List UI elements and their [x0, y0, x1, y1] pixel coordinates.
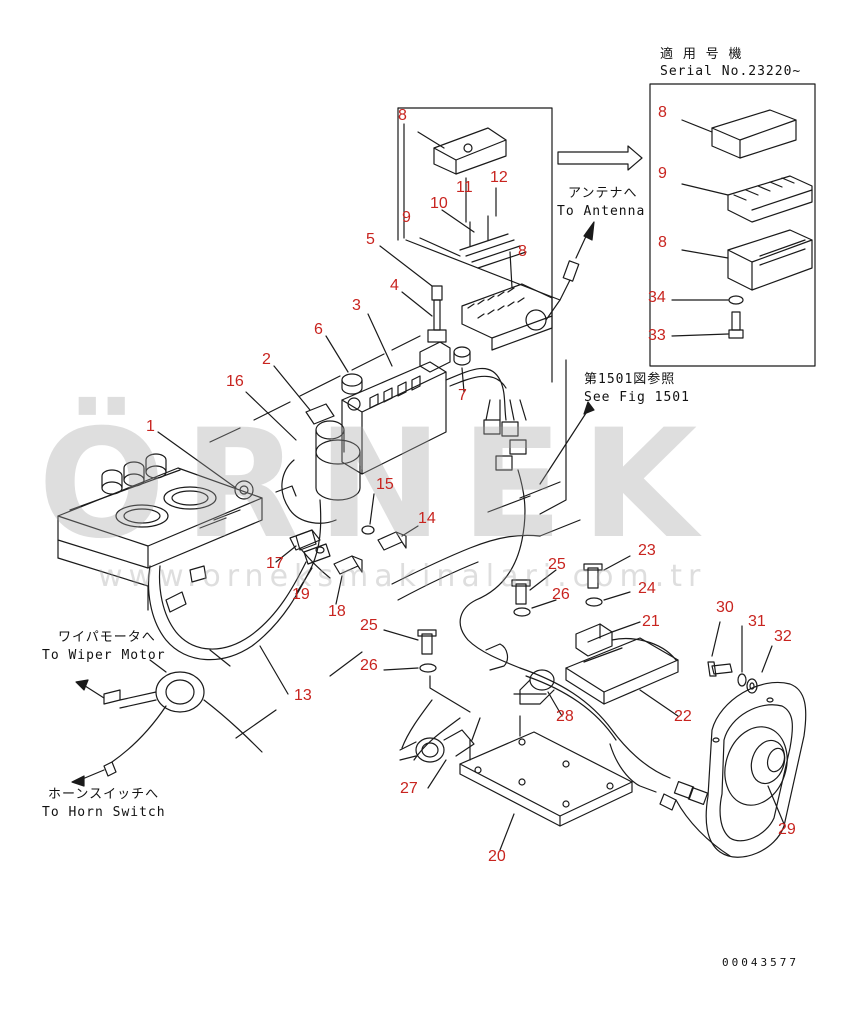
- callout-1: 1: [146, 418, 155, 435]
- callout-28: 28: [556, 708, 574, 725]
- fig-note-en: See Fig 1501: [584, 390, 690, 405]
- fig-note-jp: 第1501図参照: [584, 372, 676, 387]
- callout-3: 3: [352, 297, 361, 314]
- callout-8: 8: [398, 107, 407, 124]
- antenna-note-jp: アンテナへ: [568, 186, 638, 201]
- connector-28: [513, 669, 555, 705]
- callout-5: 5: [366, 231, 375, 248]
- inset-arrow: [557, 145, 643, 171]
- callout-13: 13: [294, 687, 312, 704]
- callout-25-lower: 25: [360, 617, 378, 634]
- callout-14: 14: [418, 510, 436, 527]
- leader-lines: [157, 123, 785, 851]
- callout-24: 24: [638, 580, 656, 597]
- serial-inset-box: [649, 83, 816, 367]
- harness-clamp: [289, 525, 407, 575]
- wiper-note-jp: ワイパモータへ: [58, 630, 156, 645]
- callout-16: 16: [226, 373, 244, 390]
- connector-27: [399, 729, 475, 763]
- main-harness: [71, 499, 331, 787]
- callout-8-inset-base: 8: [658, 234, 667, 251]
- callout-30: 30: [716, 599, 734, 616]
- callout-29: 29: [778, 821, 796, 838]
- callout-22: 22: [674, 708, 692, 725]
- callout-4: 4: [390, 277, 399, 294]
- horn-note-jp: ホーンスイッチへ: [48, 787, 160, 802]
- fasteners-speaker: [707, 661, 758, 694]
- callout-32: 32: [774, 628, 792, 645]
- callout-12: 12: [490, 169, 508, 186]
- callout-26: 26: [552, 586, 570, 603]
- callout-21: 21: [642, 613, 660, 630]
- callout-6: 6: [314, 321, 323, 338]
- antenna-note-en: To Antenna: [557, 204, 646, 219]
- callout-19: 19: [292, 586, 310, 603]
- callout-33: 33: [648, 327, 666, 344]
- callout-15: 15: [376, 476, 394, 493]
- relay-block: [341, 285, 527, 601]
- callout-31: 31: [748, 613, 766, 630]
- mounting-plate: [459, 715, 633, 827]
- fasteners-center: [417, 563, 603, 713]
- callout-7: 7: [458, 387, 467, 404]
- callout-8-fuse: 8: [518, 243, 527, 260]
- callout-17: 17: [266, 555, 284, 572]
- callout-8-inset-top: 8: [658, 104, 667, 121]
- frame-lines: [57, 335, 581, 739]
- serial-note-en: Serial No.23220~: [660, 64, 802, 79]
- radio-cable: [401, 599, 671, 779]
- wiper-note-en: To Wiper Motor: [42, 648, 166, 663]
- callout-9-inset: 9: [658, 165, 667, 182]
- callout-18: 18: [328, 603, 346, 620]
- callout-10: 10: [430, 195, 448, 212]
- callout-25: 25: [548, 556, 566, 573]
- horn-note-en: To Horn Switch: [42, 805, 166, 820]
- callout-9: 9: [402, 209, 411, 226]
- speaker: [609, 681, 807, 858]
- buzzer: [275, 403, 361, 524]
- antenna-lead: [545, 221, 595, 321]
- callout-11: 11: [456, 179, 473, 196]
- callout-34: 34: [648, 289, 666, 306]
- drawing-number: 00043577: [722, 956, 799, 969]
- instrument-panel: [57, 453, 263, 569]
- fuse-box-group: [397, 107, 561, 383]
- callout-2: 2: [262, 351, 271, 368]
- callout-26-lower: 26: [360, 657, 378, 674]
- callout-27: 27: [400, 780, 418, 797]
- serial-note-jp: 適 用 号 機: [660, 47, 743, 62]
- bracket-22: [565, 623, 679, 705]
- callout-23: 23: [638, 542, 656, 559]
- callout-20: 20: [488, 848, 506, 865]
